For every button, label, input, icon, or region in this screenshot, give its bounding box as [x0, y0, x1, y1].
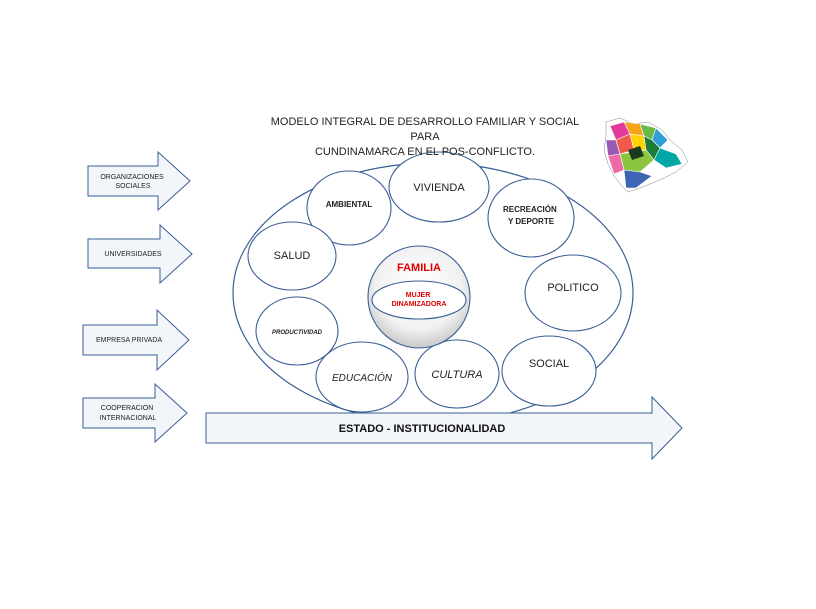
circle-social: SOCIAL [501, 335, 597, 407]
center-familia: FAMILIA MUJER DINAMIZADORA [367, 245, 471, 349]
arrow-4-line-2: INTERNACIONAL [100, 415, 157, 422]
arrow-3-line-1: EMPRESA PRIVADA [96, 337, 162, 344]
svg-text:POLITICO: POLITICO [547, 282, 599, 294]
svg-text:CULTURA: CULTURA [431, 369, 482, 381]
circle-vivienda: VIVIENDA [388, 151, 490, 223]
circle-politico: POLITICO [524, 254, 622, 332]
circle-cultura-label-line-1: CULTURA [431, 369, 482, 381]
svg-text:VIVIENDA: VIVIENDA [413, 182, 465, 194]
arrow-1-line-1: ORGANIZACIONES [100, 174, 164, 181]
circle-recreacion-label-line-2: Y DEPORTE [508, 217, 555, 226]
svg-text:EDUCACIÓN: EDUCACIÓN [332, 371, 393, 384]
svg-text:PRODUCTIVIDAD: PRODUCTIVIDAD [272, 330, 323, 336]
circle-ambiental: AMBIENTAL [306, 170, 392, 246]
arrow-organizaciones-sociales: ORGANIZACIONES SOCIALES [87, 150, 191, 212]
mujer-label-line-1: MUJER [406, 292, 431, 299]
circle-social-label-line-1: SOCIAL [529, 358, 569, 370]
circle-salud: SALUD [247, 221, 337, 291]
arrow-2-line-1: UNIVERSIDADES [104, 251, 162, 258]
circle-recreacion: RECREACIÓN Y DEPORTE [487, 178, 575, 258]
circle-recreacion-label-line-1: RECREACIÓN [503, 205, 557, 214]
circle-cultura: CULTURA [414, 339, 500, 409]
svg-text:EMPRESA PRIVADA: EMPRESA PRIVADA [96, 337, 162, 344]
arrow-empresa-privada: EMPRESA PRIVADA [82, 308, 190, 372]
svg-text:SALUD: SALUD [274, 250, 311, 262]
cundinamarca-map-icon [603, 117, 689, 193]
diagram-title: MODELO INTEGRAL DE DESARROLLO FAMILIAR Y… [255, 115, 595, 160]
mujer-label-line-2: DINAMIZADORA [392, 301, 447, 308]
title-line-1: MODELO INTEGRAL DE DESARROLLO FAMILIAR Y… [270, 116, 580, 143]
arrow-estado-institucionalidad: ESTADO - INSTITUCIONALIDAD [205, 395, 683, 461]
arrow-4-line-1: COOPERACION [101, 405, 154, 412]
svg-text:COOPERACION INTERNACIONA: COOPERACION INTERNACIONAL [100, 405, 157, 422]
circle-vivienda-label-line-1: VIVIENDA [413, 182, 465, 194]
svg-text:RECREACIÓN Y DEPORTE: RECREACIÓN Y DEPORTE [503, 205, 559, 226]
svg-text:SOCIAL: SOCIAL [529, 358, 569, 370]
arrow-1-line-2: SOCIALES [115, 183, 150, 190]
arrow-cooperacion-internacional: COOPERACION INTERNACIONAL [82, 382, 188, 444]
svg-text:UNIVERSIDADES: UNIVERSIDADES [104, 251, 162, 258]
familia-label: FAMILIA [397, 262, 441, 274]
circle-educacion-label-line-1: EDUCACIÓN [332, 371, 393, 384]
mujer-dinamizadora-ellipse [371, 280, 467, 320]
circle-productividad: PRODUCTIVIDAD [255, 296, 339, 366]
circle-productividad-label-line-1: PRODUCTIVIDAD [272, 330, 323, 336]
circle-politico-label-line-1: POLITICO [547, 282, 599, 294]
arrow-universidades: UNIVERSIDADES [87, 223, 193, 285]
svg-text:ORGANIZACIONES SOCIALES: ORGANIZACIONES SOCIALES [100, 174, 165, 190]
map-region [623, 169, 653, 189]
svg-text:AMBIENTAL: AMBIENTAL [326, 200, 373, 209]
title-line-2: CUNDINAMARCA EN EL POS-CONFLICTO. [314, 146, 536, 158]
estado-label: ESTADO - INSTITUCIONALIDAD [339, 423, 506, 435]
map-region [653, 147, 683, 169]
map-region-capital [628, 146, 644, 160]
circle-salud-label-line-1: SALUD [274, 250, 311, 262]
circle-ambiental-label-line-1: AMBIENTAL [326, 200, 373, 209]
circle-educacion: EDUCACIÓN [315, 341, 409, 413]
svg-text:MUJER DINAMIZADORA: MUJER DINAMIZADORA [392, 292, 447, 308]
